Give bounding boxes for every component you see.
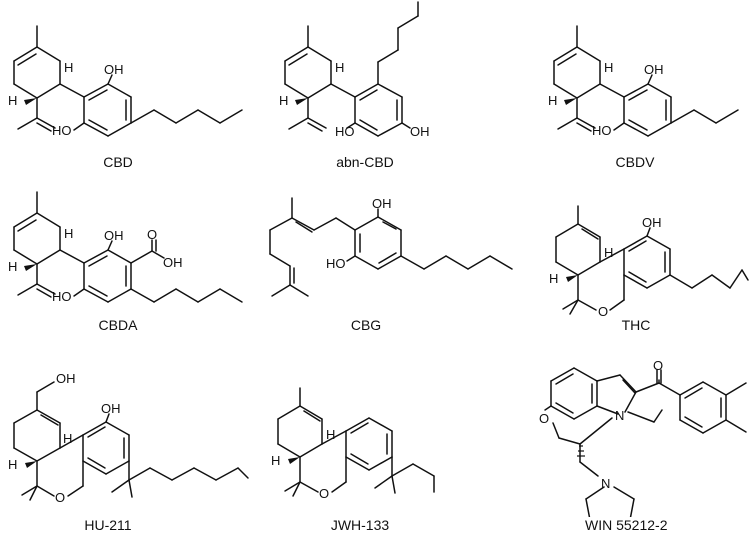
caption-hu-211: HU-211 bbox=[84, 517, 131, 533]
label-o: O bbox=[319, 486, 329, 501]
caption-thc: THC bbox=[622, 317, 651, 333]
label-h-up: H bbox=[604, 245, 613, 260]
label-h-down: H bbox=[8, 93, 17, 108]
label-h-up: H bbox=[335, 60, 344, 75]
label-ho: HO bbox=[52, 123, 72, 138]
label-o: O bbox=[598, 304, 608, 319]
label-oh: OH bbox=[101, 401, 121, 416]
label-o: O bbox=[55, 490, 65, 505]
label-h-up: H bbox=[604, 60, 613, 75]
label-h-up: H bbox=[63, 431, 72, 446]
label-h-up: H bbox=[64, 60, 73, 75]
label-o-carbonyl: O bbox=[653, 358, 663, 373]
structure-cbda: OH O OH HO H H CBDA bbox=[8, 191, 243, 333]
label-h-down: H bbox=[548, 93, 557, 108]
label-oh: OH bbox=[104, 62, 124, 77]
label-oh: OH bbox=[644, 62, 664, 77]
label-ho: HO bbox=[52, 289, 72, 304]
structure-abn-cbd: HO OH H H abn-CBD bbox=[279, 1, 430, 170]
label-oh: OH bbox=[642, 215, 662, 230]
label-oh: OH bbox=[372, 196, 392, 211]
label-h-up: H bbox=[326, 427, 335, 442]
caption-jwh-133: JWH-133 bbox=[331, 517, 390, 533]
caption-cbd: CBD bbox=[103, 154, 133, 170]
label-n-morpholine: N bbox=[601, 476, 610, 491]
caption-win-55212-2-text: WIN 55212-2 bbox=[583, 517, 670, 533]
structure-hu-211: OH OH O H H HU-211 bbox=[8, 371, 249, 533]
label-oh: OH bbox=[104, 228, 124, 243]
structure-win-55212-2: O O N N O WIN 55212-2 bbox=[539, 358, 747, 534]
label-ho: HO bbox=[592, 123, 612, 138]
caption-cbda: CBDA bbox=[99, 317, 139, 333]
structure-jwh-133: O H H JWH-133 bbox=[271, 387, 435, 533]
label-o-ring: O bbox=[539, 411, 549, 426]
label-oh: OH bbox=[410, 124, 430, 139]
label-ch2oh: OH bbox=[56, 371, 76, 386]
caption-abn-cbd: abn-CBD bbox=[336, 154, 394, 170]
label-h-down: H bbox=[8, 457, 17, 472]
label-ho: HO bbox=[326, 256, 346, 271]
structure-cbdv: OH HO H H CBDV bbox=[548, 25, 739, 170]
label-n-indole: N bbox=[615, 408, 624, 423]
label-h-down: H bbox=[279, 93, 288, 108]
structure-cbg: OH HO CBG bbox=[269, 196, 513, 333]
label-ho: HO bbox=[335, 124, 355, 139]
caption-cbdv: CBDV bbox=[616, 154, 656, 170]
label-acid-oh: OH bbox=[163, 255, 183, 270]
label-o: O bbox=[147, 227, 157, 242]
label-h-down: H bbox=[549, 271, 558, 286]
structure-cbd: OH HO H H CBD bbox=[8, 25, 243, 170]
caption-cbg: CBG bbox=[351, 317, 381, 333]
label-h-up: H bbox=[64, 226, 73, 241]
structure-thc: OH O H H THC bbox=[549, 205, 749, 333]
label-h-down: H bbox=[8, 259, 17, 274]
label-h-down: H bbox=[271, 453, 280, 468]
